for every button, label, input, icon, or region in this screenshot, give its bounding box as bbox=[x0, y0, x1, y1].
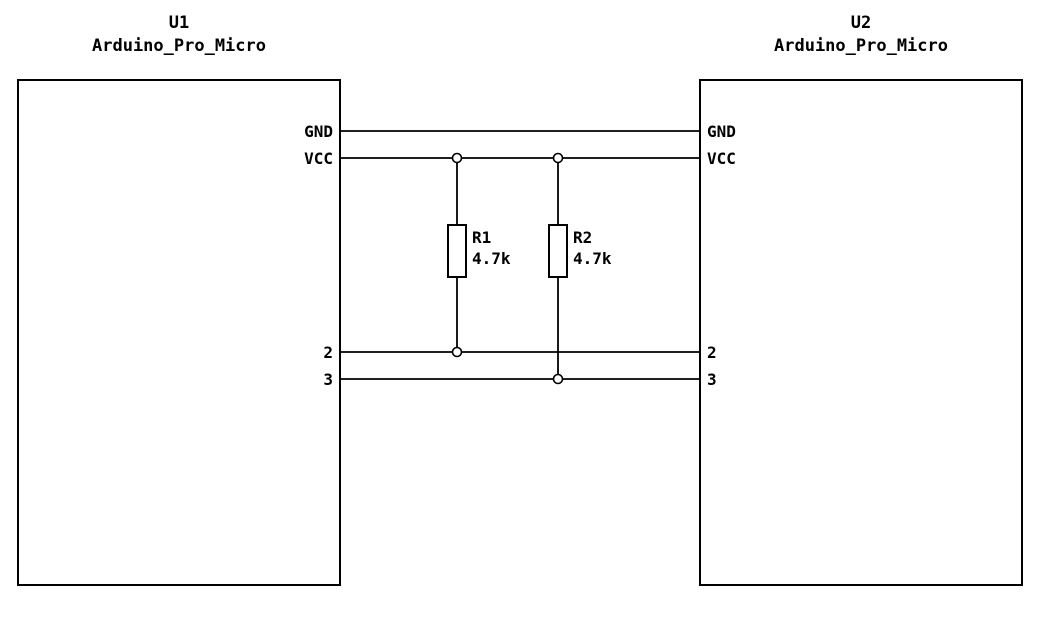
u2-body[interactable] bbox=[699, 79, 1023, 586]
u2-pin-3-label: 3 bbox=[707, 370, 717, 389]
resistor-r1[interactable]: R1 4.7k bbox=[447, 158, 511, 352]
resistor-r2[interactable]: R2 4.7k bbox=[548, 158, 612, 379]
component-u2[interactable]: U2 Arduino_Pro_Micro GND VCC 2 3 bbox=[699, 13, 1023, 586]
u2-pin-gnd-label: GND bbox=[707, 122, 736, 141]
u2-pin-vcc-label: VCC bbox=[707, 149, 736, 168]
u1-pin-vcc-label: VCC bbox=[304, 149, 333, 168]
r2-body[interactable] bbox=[548, 224, 568, 278]
r2-reference: R2 bbox=[573, 228, 592, 247]
junction-r1-net2 bbox=[451, 346, 463, 358]
junction-r1-vcc bbox=[451, 152, 463, 164]
component-u1[interactable]: U1 Arduino_Pro_Micro GND VCC 2 3 bbox=[17, 13, 341, 586]
r2-value: 4.7k bbox=[573, 249, 612, 268]
r1-reference: R1 bbox=[472, 228, 491, 247]
u1-pin-gnd-label: GND bbox=[304, 122, 333, 141]
u1-pin-3-label: 3 bbox=[323, 370, 333, 389]
u1-value: Arduino_Pro_Micro bbox=[92, 36, 266, 56]
u1-pin-2-label: 2 bbox=[323, 343, 333, 362]
r1-body[interactable] bbox=[447, 224, 467, 278]
u2-value: Arduino_Pro_Micro bbox=[774, 36, 948, 56]
junction-r2-vcc bbox=[552, 152, 564, 164]
u2-reference: U2 bbox=[851, 13, 871, 33]
u1-reference: U1 bbox=[169, 13, 189, 33]
u1-body[interactable] bbox=[17, 79, 341, 586]
junction-r2-net3 bbox=[552, 373, 564, 385]
u2-pin-2-label: 2 bbox=[707, 343, 717, 362]
r1-value: 4.7k bbox=[472, 249, 511, 268]
